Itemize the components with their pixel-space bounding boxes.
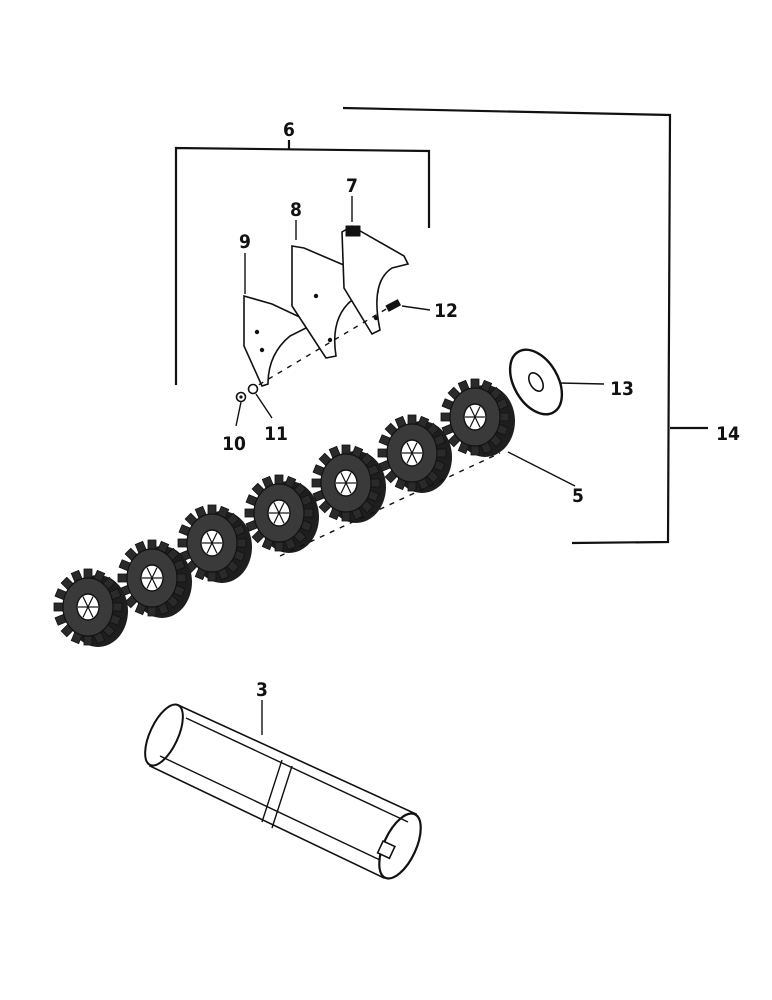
callout-6: 6 [283, 119, 295, 141]
gear-stack-5 [53, 378, 515, 647]
nut-10 [235, 391, 247, 403]
gear [177, 504, 252, 583]
plate-7 [341, 225, 410, 336]
gear [377, 414, 452, 493]
callout-7: 7 [346, 175, 358, 197]
gear [311, 444, 386, 523]
callout-13: 13 [610, 378, 634, 400]
callout-3: 3 [256, 679, 268, 701]
washer-11 [247, 383, 259, 395]
group-14-bracket [342, 106, 708, 545]
gear [117, 539, 192, 618]
roller-3 [144, 703, 422, 880]
callout-8: 8 [290, 199, 302, 221]
callout-5: 5 [572, 485, 584, 507]
gear [244, 474, 319, 553]
gear [440, 378, 515, 457]
leader-lines [235, 196, 605, 735]
callout-11: 11 [264, 423, 288, 445]
callout-9: 9 [239, 231, 251, 253]
callout-14: 14 [716, 423, 740, 445]
callout-12: 12 [434, 300, 458, 322]
bolt-12 [385, 299, 402, 312]
washer-13 [508, 348, 564, 416]
callout-10: 10 [222, 433, 246, 455]
group-6-bracket [174, 140, 431, 385]
gear [53, 568, 128, 647]
